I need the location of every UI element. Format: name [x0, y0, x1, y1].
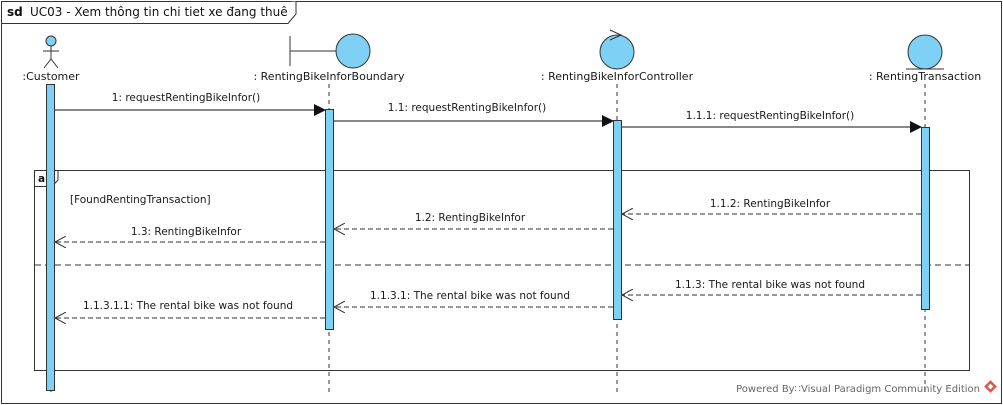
- message-1-1-label: 1.1: requestRentingBikeInfor(): [388, 102, 546, 114]
- activation-controller: [613, 120, 622, 320]
- lifeline-boundary-label: : RentingBikeInforBoundary: [253, 70, 405, 83]
- activation-boundary: [325, 109, 334, 330]
- lifeline-entity[interactable]: : RentingTransaction: [869, 34, 981, 83]
- lifeline-entity-label: : RentingTransaction: [869, 70, 981, 83]
- message-1-1-3-1-1-label: 1.1.3.1.1: The rental bike was not found: [83, 300, 293, 312]
- message-1-1-3-label: 1.1.3: The rental bike was not found: [675, 279, 865, 291]
- lifeline-customer-label: :Customer: [22, 70, 80, 83]
- activation-customer: [46, 84, 55, 391]
- message-1-label: 1: requestRentingBikeInfor(): [112, 92, 260, 104]
- lifeline-controller-label: : RentingBikeInforController: [541, 70, 694, 83]
- message-1-1[interactable]: 1.1: requestRentingBikeInfor(): [334, 102, 614, 127]
- vp-logo-icon: [984, 380, 997, 393]
- activation-entity: [921, 127, 930, 310]
- message-1-1-3-1-label: 1.1.3.1: The rental bike was not found: [370, 290, 570, 302]
- message-1[interactable]: 1: requestRentingBikeInfor(): [55, 92, 326, 116]
- message-1-2-label: 1.2: RentingBikeInfor: [415, 212, 526, 224]
- message-1-1-3[interactable]: 1.1.3: The rental bike was not found: [622, 279, 921, 295]
- message-1-1-2-label: 1.1.2: RentingBikeInfor: [710, 198, 831, 210]
- lifeline-customer[interactable]: :Customer: [22, 35, 80, 83]
- actor-icon: [43, 35, 59, 69]
- lifeline-boundary[interactable]: : RentingBikeInforBoundary: [253, 33, 405, 83]
- frame-keyword: sd: [7, 5, 23, 19]
- message-1-1-1[interactable]: 1.1.1: requestRentingBikeInfor(): [622, 110, 922, 133]
- entity-icon: [906, 34, 944, 70]
- message-1-3[interactable]: 1.3: RentingBikeInfor: [55, 226, 325, 242]
- message-1-1-1-label: 1.1.1: requestRentingBikeInfor(): [686, 110, 854, 122]
- powered-by-text: Powered By∷Visual Paradigm Community Edi…: [736, 384, 980, 395]
- message-1-3-label: 1.3: RentingBikeInfor: [131, 226, 242, 238]
- lifeline-controller[interactable]: : RentingBikeInforController: [541, 29, 694, 83]
- frame-title: UC03 - Xem thông tin chi tiet xe đang th…: [30, 5, 288, 19]
- boundary-icon: [289, 33, 371, 69]
- control-icon: [599, 29, 635, 70]
- vp-watermark: Powered By∷Visual Paradigm Community Edi…: [736, 380, 997, 395]
- message-1-1-3-1-1[interactable]: 1.1.3.1.1: The rental bike was not found: [55, 300, 325, 318]
- message-1-1-2[interactable]: 1.1.2: RentingBikeInfor: [622, 198, 921, 214]
- message-1-2[interactable]: 1.2: RentingBikeInfor: [334, 212, 613, 229]
- alt-guard: [FoundRentingTransaction]: [70, 194, 211, 206]
- message-1-1-3-1[interactable]: 1.1.3.1: The rental bike was not found: [334, 290, 613, 307]
